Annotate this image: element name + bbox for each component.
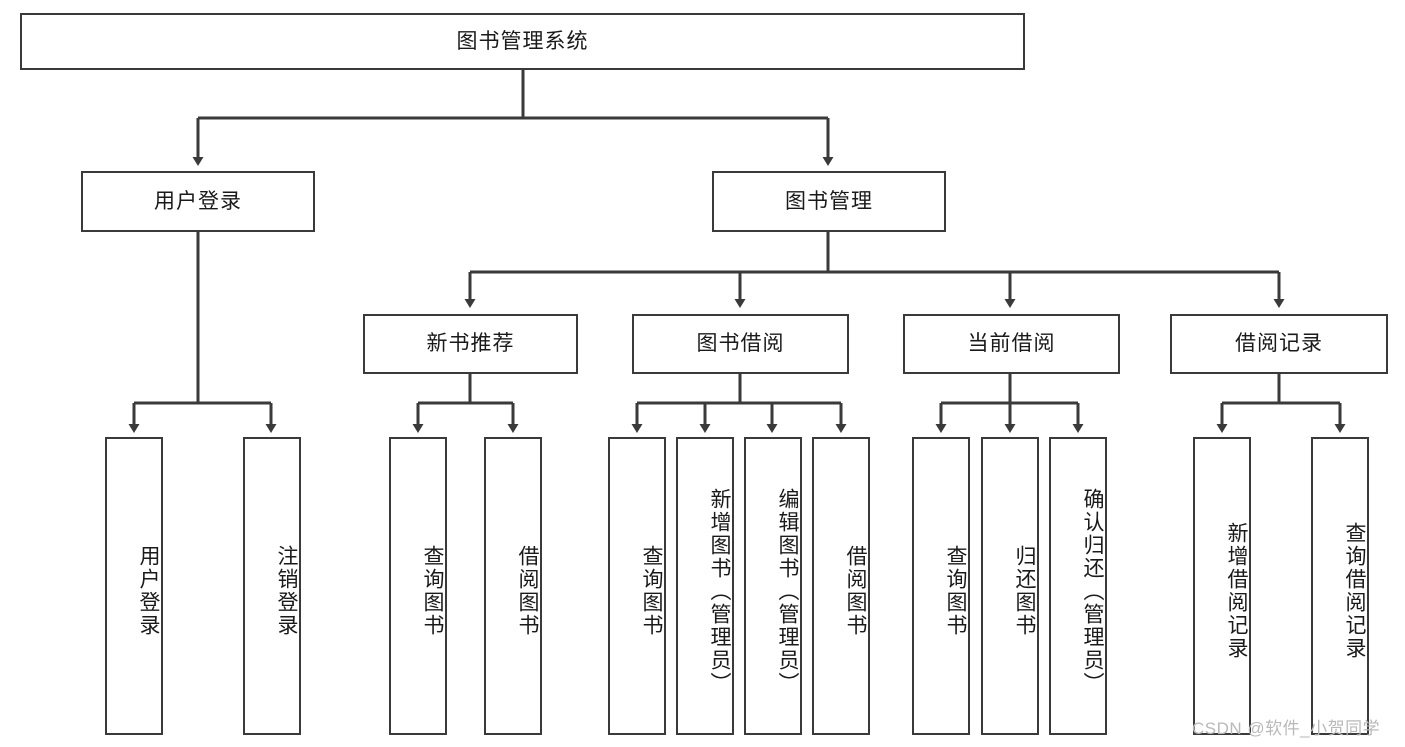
leaf-label: 借阅图书 (516, 545, 539, 637)
leaf-borrow-record-add[interactable]: 新增借阅记录 (1193, 437, 1251, 735)
csdn-watermark: CSDN @软件_小贺同学 (1192, 719, 1381, 738)
leaf-label: 编辑图书（管理员） (776, 487, 799, 695)
leaf-label: 新增借阅记录 (1225, 522, 1248, 660)
leaf-user-login-login[interactable]: 用户登录 (105, 437, 163, 735)
node-book-borrow-label: 图书借阅 (696, 332, 785, 356)
leaf-label: 借阅图书 (844, 545, 867, 637)
node-current-borrow[interactable]: 当前借阅 (903, 314, 1120, 374)
leaf-current-borrow-return[interactable]: 归还图书 (981, 437, 1039, 735)
leaf-book-borrow-add[interactable]: 新增图书（管理员） (676, 437, 734, 735)
leaf-label: 新增图书（管理员） (708, 487, 731, 695)
node-root-label: 图书管理系统 (456, 29, 589, 53)
leaf-label: 用户登录 (137, 545, 160, 637)
leaf-new-book-query[interactable]: 查询图书 (389, 437, 447, 735)
node-book-manage[interactable]: 图书管理 (712, 171, 946, 232)
leaf-borrow-record-query[interactable]: 查询借阅记录 (1311, 437, 1369, 735)
leaf-label: 注销登录 (275, 545, 298, 637)
leaf-label: 查询图书 (640, 545, 663, 637)
node-user-login[interactable]: 用户登录 (81, 171, 315, 232)
leaf-new-book-borrow[interactable]: 借阅图书 (484, 437, 542, 735)
node-new-book-recommend-label: 新书推荐 (426, 332, 515, 356)
leaf-label: 归还图书 (1013, 545, 1036, 637)
leaf-user-login-logout[interactable]: 注销登录 (243, 437, 301, 735)
leaf-label: 查询图书 (421, 545, 444, 637)
leaf-label: 确认归还（管理员） (1081, 487, 1104, 695)
node-current-borrow-label: 当前借阅 (967, 332, 1056, 356)
leaf-label: 查询借阅记录 (1343, 522, 1366, 660)
node-borrow-record[interactable]: 借阅记录 (1170, 314, 1388, 374)
leaf-current-borrow-query[interactable]: 查询图书 (912, 437, 970, 735)
node-book-manage-label: 图书管理 (785, 189, 873, 213)
leaf-book-borrow-borrow[interactable]: 借阅图书 (812, 437, 870, 735)
node-book-borrow[interactable]: 图书借阅 (632, 314, 849, 374)
node-new-book-recommend[interactable]: 新书推荐 (363, 314, 578, 374)
leaf-current-borrow-confirm[interactable]: 确认归还（管理员） (1049, 437, 1107, 735)
leaf-book-borrow-query[interactable]: 查询图书 (608, 437, 666, 735)
node-user-login-label: 用户登录 (154, 189, 242, 213)
node-root[interactable]: 图书管理系统 (20, 13, 1025, 70)
leaf-label: 查询图书 (944, 545, 967, 637)
node-borrow-record-label: 借阅记录 (1235, 332, 1323, 356)
leaf-book-borrow-edit[interactable]: 编辑图书（管理员） (744, 437, 802, 735)
